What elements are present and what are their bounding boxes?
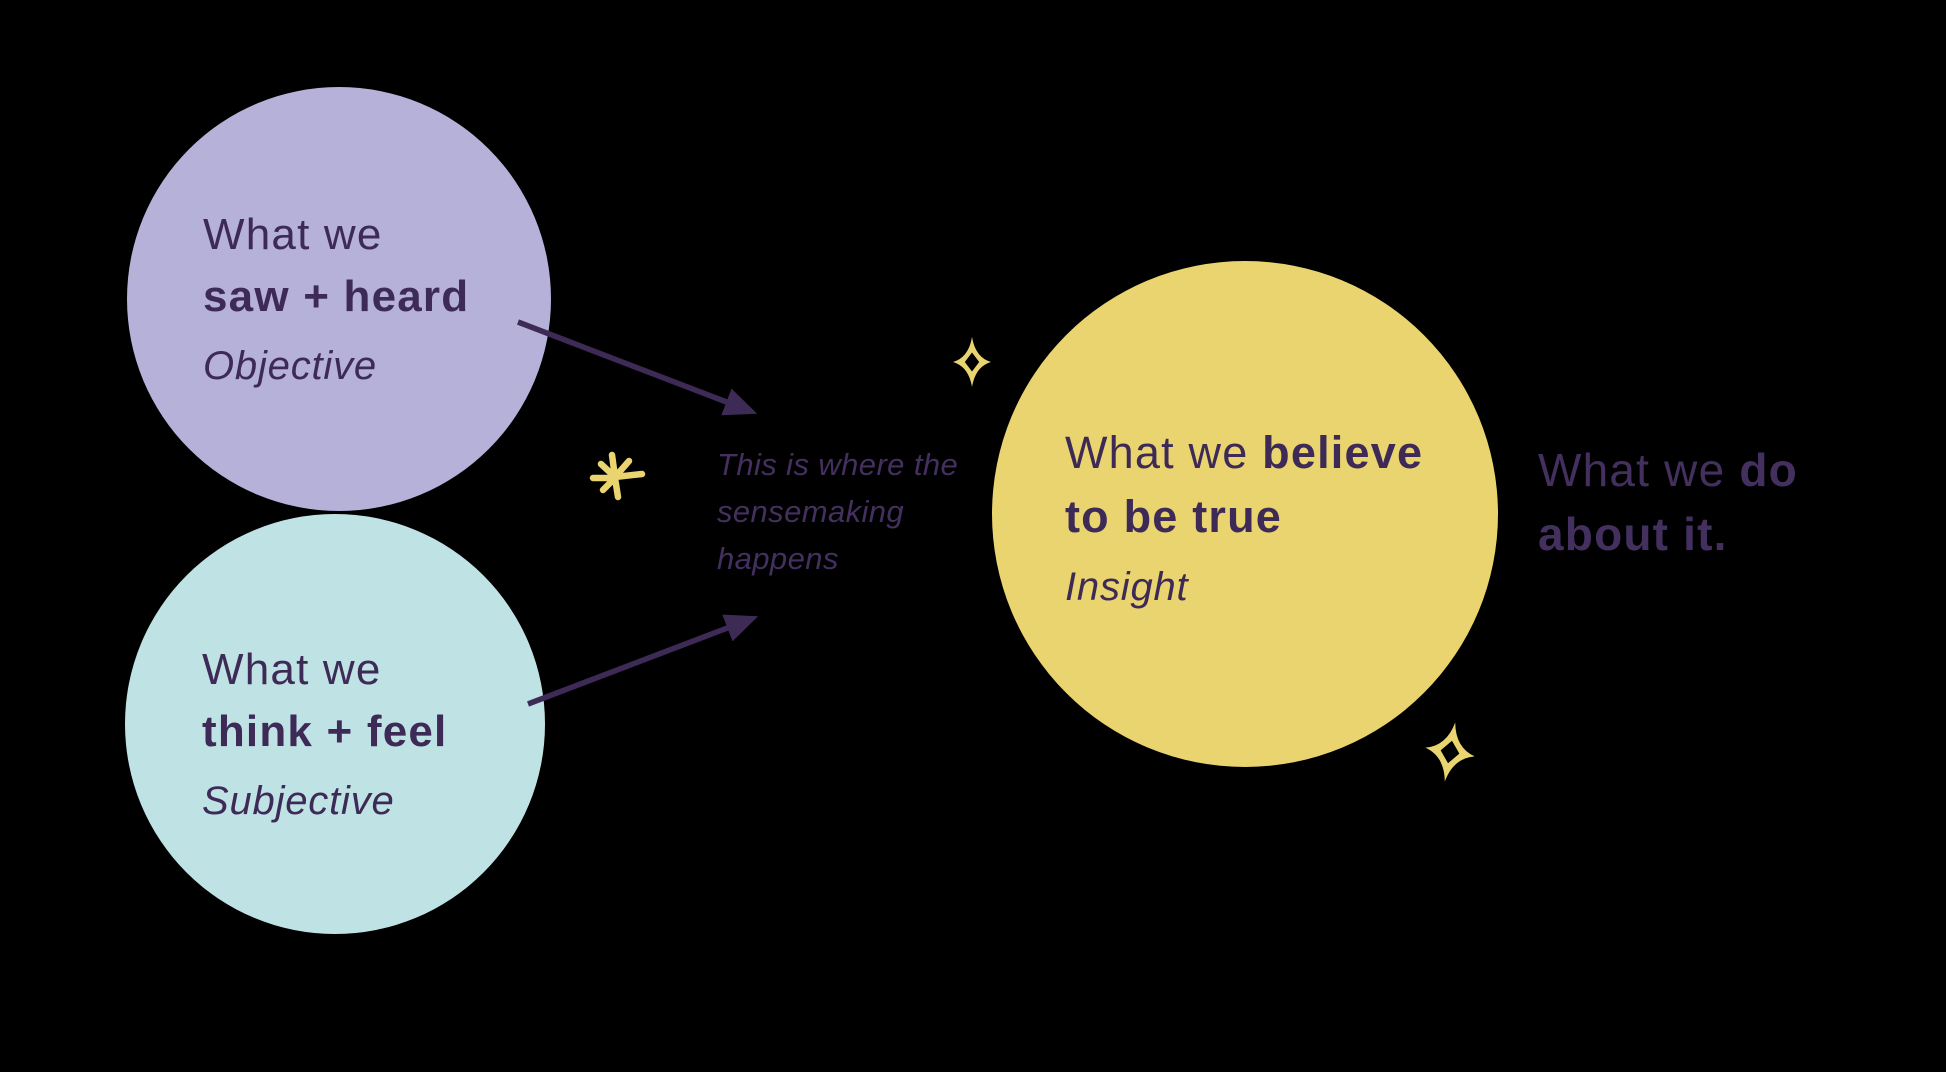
- believe-line2: to be true: [1065, 491, 1283, 542]
- think-feel-label: Subjective: [202, 779, 395, 823]
- think-feel-line1: What we: [202, 645, 382, 694]
- believe-line1-bold: believe: [1262, 427, 1424, 478]
- circle-think-feel: What we think + feel Subjective: [125, 514, 545, 934]
- action-note: What we do about it.: [1538, 438, 1798, 566]
- circle-believe: What we believe to be true Insight: [992, 261, 1498, 767]
- sensemaking-note-line2: sensemaking: [717, 494, 905, 529]
- saw-heard-label: Objective: [203, 344, 377, 388]
- saw-heard-line1: What we: [203, 210, 383, 259]
- circle-think-feel-text: What we think + feel Subjective: [202, 639, 447, 825]
- sensemaking-note: This is where the sensemaking happens: [717, 441, 958, 582]
- action-note-line1-bold: do: [1739, 444, 1798, 496]
- arrow-think-feel-to-sensemaking-icon: [527, 614, 759, 707]
- sensemaking-note-line1: This is where the: [717, 447, 959, 482]
- circle-saw-heard-text: What we saw + heard Objective: [203, 204, 469, 390]
- arrow-saw-heard-to-sensemaking-icon: [517, 319, 758, 416]
- sensemaking-note-line3: happens: [717, 541, 839, 576]
- circle-believe-text: What we believe to be true Insight: [1065, 421, 1423, 611]
- think-feel-line2: think + feel: [202, 707, 448, 756]
- sparkle-icon: [1425, 722, 1475, 782]
- action-note-line2: about it.: [1538, 508, 1728, 560]
- believe-line1-regular: What we: [1065, 427, 1263, 478]
- sparkle-icon: [953, 337, 991, 387]
- believe-line1: What we believe: [1065, 421, 1423, 485]
- circle-saw-heard: What we saw + heard Objective: [127, 87, 551, 511]
- asterisk-icon: [589, 451, 646, 501]
- action-note-line1: What we do: [1538, 438, 1798, 502]
- saw-heard-line2: saw + heard: [203, 272, 470, 321]
- action-note-line1-regular: What we: [1538, 444, 1740, 496]
- believe-label: Insight: [1065, 565, 1189, 609]
